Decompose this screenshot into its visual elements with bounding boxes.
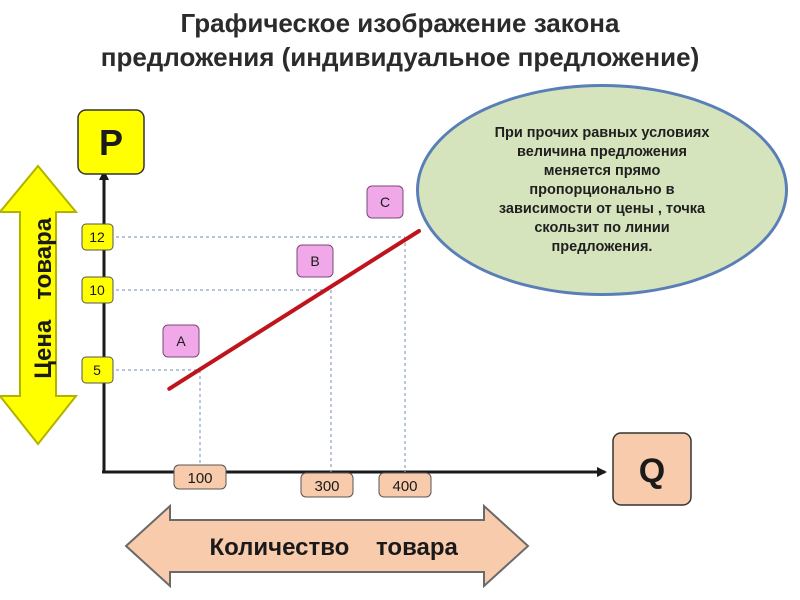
- quantity-double-arrow: [124, 503, 530, 589]
- price-axis-word-2: товара: [30, 217, 57, 300]
- y-tick-box-12: [81, 223, 114, 251]
- q-axis-symbol: Q: [639, 452, 665, 490]
- y-tick-box-10: [81, 276, 114, 304]
- x-tick-box-400: [378, 472, 432, 498]
- price-double-arrow: [0, 164, 79, 446]
- x-tick-label-300: 300: [314, 478, 339, 495]
- x-tick-label-400: 400: [392, 478, 417, 495]
- page-title: Графическое изображение закона предложен…: [0, 6, 800, 74]
- y-tick-label-12: 12: [89, 229, 105, 245]
- point-label-c: C: [380, 194, 390, 210]
- point-labels: A B C: [162, 185, 404, 358]
- p-axis-symbol: P: [99, 122, 123, 163]
- price-axis-word-1: Цена: [30, 319, 57, 379]
- x-tick-label-100: 100: [187, 470, 212, 487]
- supply-line: [167, 229, 421, 391]
- y-tick-box-5: [81, 356, 114, 384]
- y-tick-label-5: 5: [93, 362, 101, 378]
- title-line-2: предложения (индивидуальное предложение): [100, 42, 700, 72]
- quantity-axis-word-1: Количество: [209, 534, 349, 561]
- guide-lines: [104, 236, 406, 472]
- price-axis-label: Цена товара: [30, 198, 57, 412]
- quantity-axis-label: Количество товара: [176, 534, 478, 561]
- supply-line-group: [167, 229, 421, 391]
- explanation-bubble: При прочих равных условиях величина пред…: [416, 84, 788, 296]
- explanation-text: При прочих равных условиях величина пред…: [494, 124, 710, 255]
- point-label-b: B: [310, 253, 319, 269]
- tick-labels: 5 10 12 100 300 400: [81, 223, 432, 498]
- quantity-axis-word-2: товара: [376, 534, 459, 561]
- point-label-a: A: [176, 333, 186, 349]
- title-line-1: Графическое изображение закона: [180, 8, 620, 38]
- p-axis-box: [77, 109, 145, 175]
- point-box-a: [162, 324, 200, 358]
- x-tick-box-100: [173, 464, 227, 490]
- point-box-b: [296, 244, 334, 278]
- x-tick-box-300: [300, 472, 354, 498]
- point-box-c: [366, 185, 404, 219]
- q-axis-box: [612, 432, 692, 506]
- y-tick-label-10: 10: [89, 282, 105, 298]
